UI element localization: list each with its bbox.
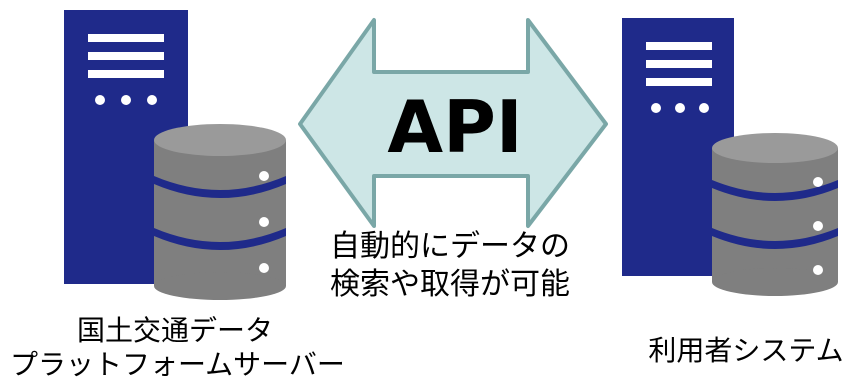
arrow-caption-line2: 検索や取得が可能 [330,267,570,302]
left-database-icon [154,124,286,300]
arrow-caption: 自動的にデータの 検索や取得が可能 [300,228,600,304]
right-system-caption-text: 利用者システム [648,334,844,367]
api-label: API [387,85,522,169]
arrow-caption-line1: 自動的にデータの [330,229,570,264]
right-system-caption: 利用者システム [636,334,856,368]
right-database-icon [712,133,838,296]
double-arrow-icon: API [298,18,608,228]
left-system-caption: 国土交通データ プラットフォームサーバー [10,314,345,382]
left-system-caption-line2: プラットフォームサーバー [10,348,345,381]
left-system-caption-line1: 国土交通データ [76,314,273,347]
